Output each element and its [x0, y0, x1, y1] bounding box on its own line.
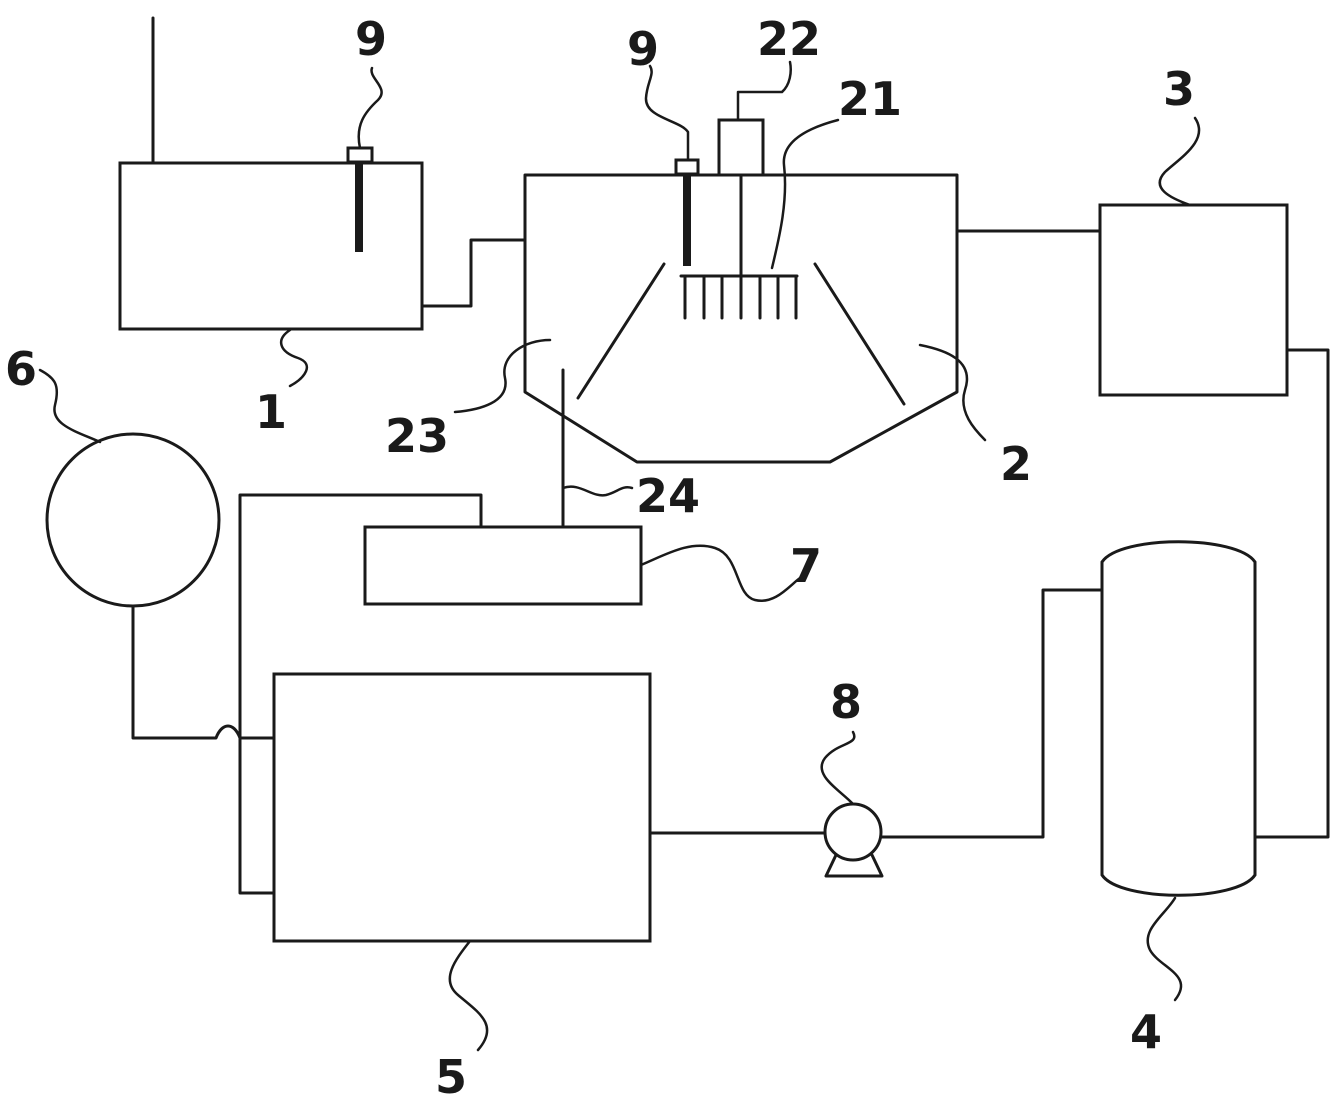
sensor-9-right-leader [644, 64, 690, 162]
label-part-24: 24 [636, 469, 700, 523]
sensor-9-right-head [674, 158, 700, 176]
unit-3-body [1098, 203, 1289, 397]
unit-6-body [45, 432, 221, 608]
unit-5-tank [272, 672, 652, 1052]
unit-2-leader [918, 343, 987, 442]
pipe-3-to-4 [1253, 348, 1330, 839]
sensor-9-left-probe [355, 162, 363, 252]
label-part-21: 21 [838, 72, 902, 126]
part-22-leader [736, 60, 792, 122]
sensor-9-right-probe [683, 174, 691, 266]
sensor-9-left-leader [357, 66, 383, 150]
label-part-23: 23 [385, 409, 449, 463]
pipe-5-to-7 [238, 493, 483, 895]
sensor-9-left-head [346, 146, 374, 164]
unit-1-body [118, 161, 424, 331]
unit-3-leader [1158, 116, 1201, 207]
label-part-22: 22 [757, 12, 821, 66]
unit-4-body [1100, 540, 1257, 897]
unit-2-body [523, 173, 959, 464]
unit-7-leader [639, 544, 802, 603]
label-unit-7: 7 [790, 539, 822, 593]
pump-8-body [823, 802, 883, 862]
label-unit-6: 6 [5, 342, 37, 396]
unit-4-leader [1146, 896, 1183, 1002]
label-sensor-9-right: 9 [627, 22, 659, 76]
label-unit-5: 5 [435, 1050, 467, 1096]
unit-5-leader [448, 939, 489, 1052]
unit-3-vessel [1098, 116, 1289, 397]
unit-2-inner-baffle-left [576, 262, 666, 400]
pump-8-base [824, 853, 884, 878]
pipe-1-to-2 [420, 238, 527, 308]
pipe-6-to-5 [131, 604, 276, 740]
unit-7-body [363, 525, 643, 606]
unit-7-box [363, 525, 802, 606]
part-23-leader [453, 338, 552, 414]
part-22-motor [717, 118, 765, 177]
unit-4-column [1100, 540, 1257, 1002]
unit-6-gasholder [38, 368, 221, 608]
label-unit-1: 1 [255, 385, 287, 439]
label-unit-3: 3 [1163, 62, 1195, 116]
label-sensor-9-left: 9 [355, 12, 387, 66]
pump-8 [820, 730, 884, 878]
part-21-leader [770, 118, 840, 270]
label-unit-4: 4 [1130, 1005, 1162, 1059]
unit-2-reactor [453, 60, 987, 527]
pipe-4-to-pump [879, 588, 1104, 839]
label-pump-8: 8 [830, 675, 862, 729]
unit-2-inner-baffle-right [813, 262, 906, 406]
unit-5-body [272, 672, 652, 943]
unit-6-leader [38, 368, 102, 444]
unit-1-tank [118, 16, 424, 388]
part-21-nozzles [683, 274, 798, 320]
pump-8-leader [820, 730, 856, 806]
unit-1-leader [279, 328, 309, 388]
part-24-leader [561, 485, 634, 497]
label-unit-2: 2 [1000, 437, 1032, 491]
